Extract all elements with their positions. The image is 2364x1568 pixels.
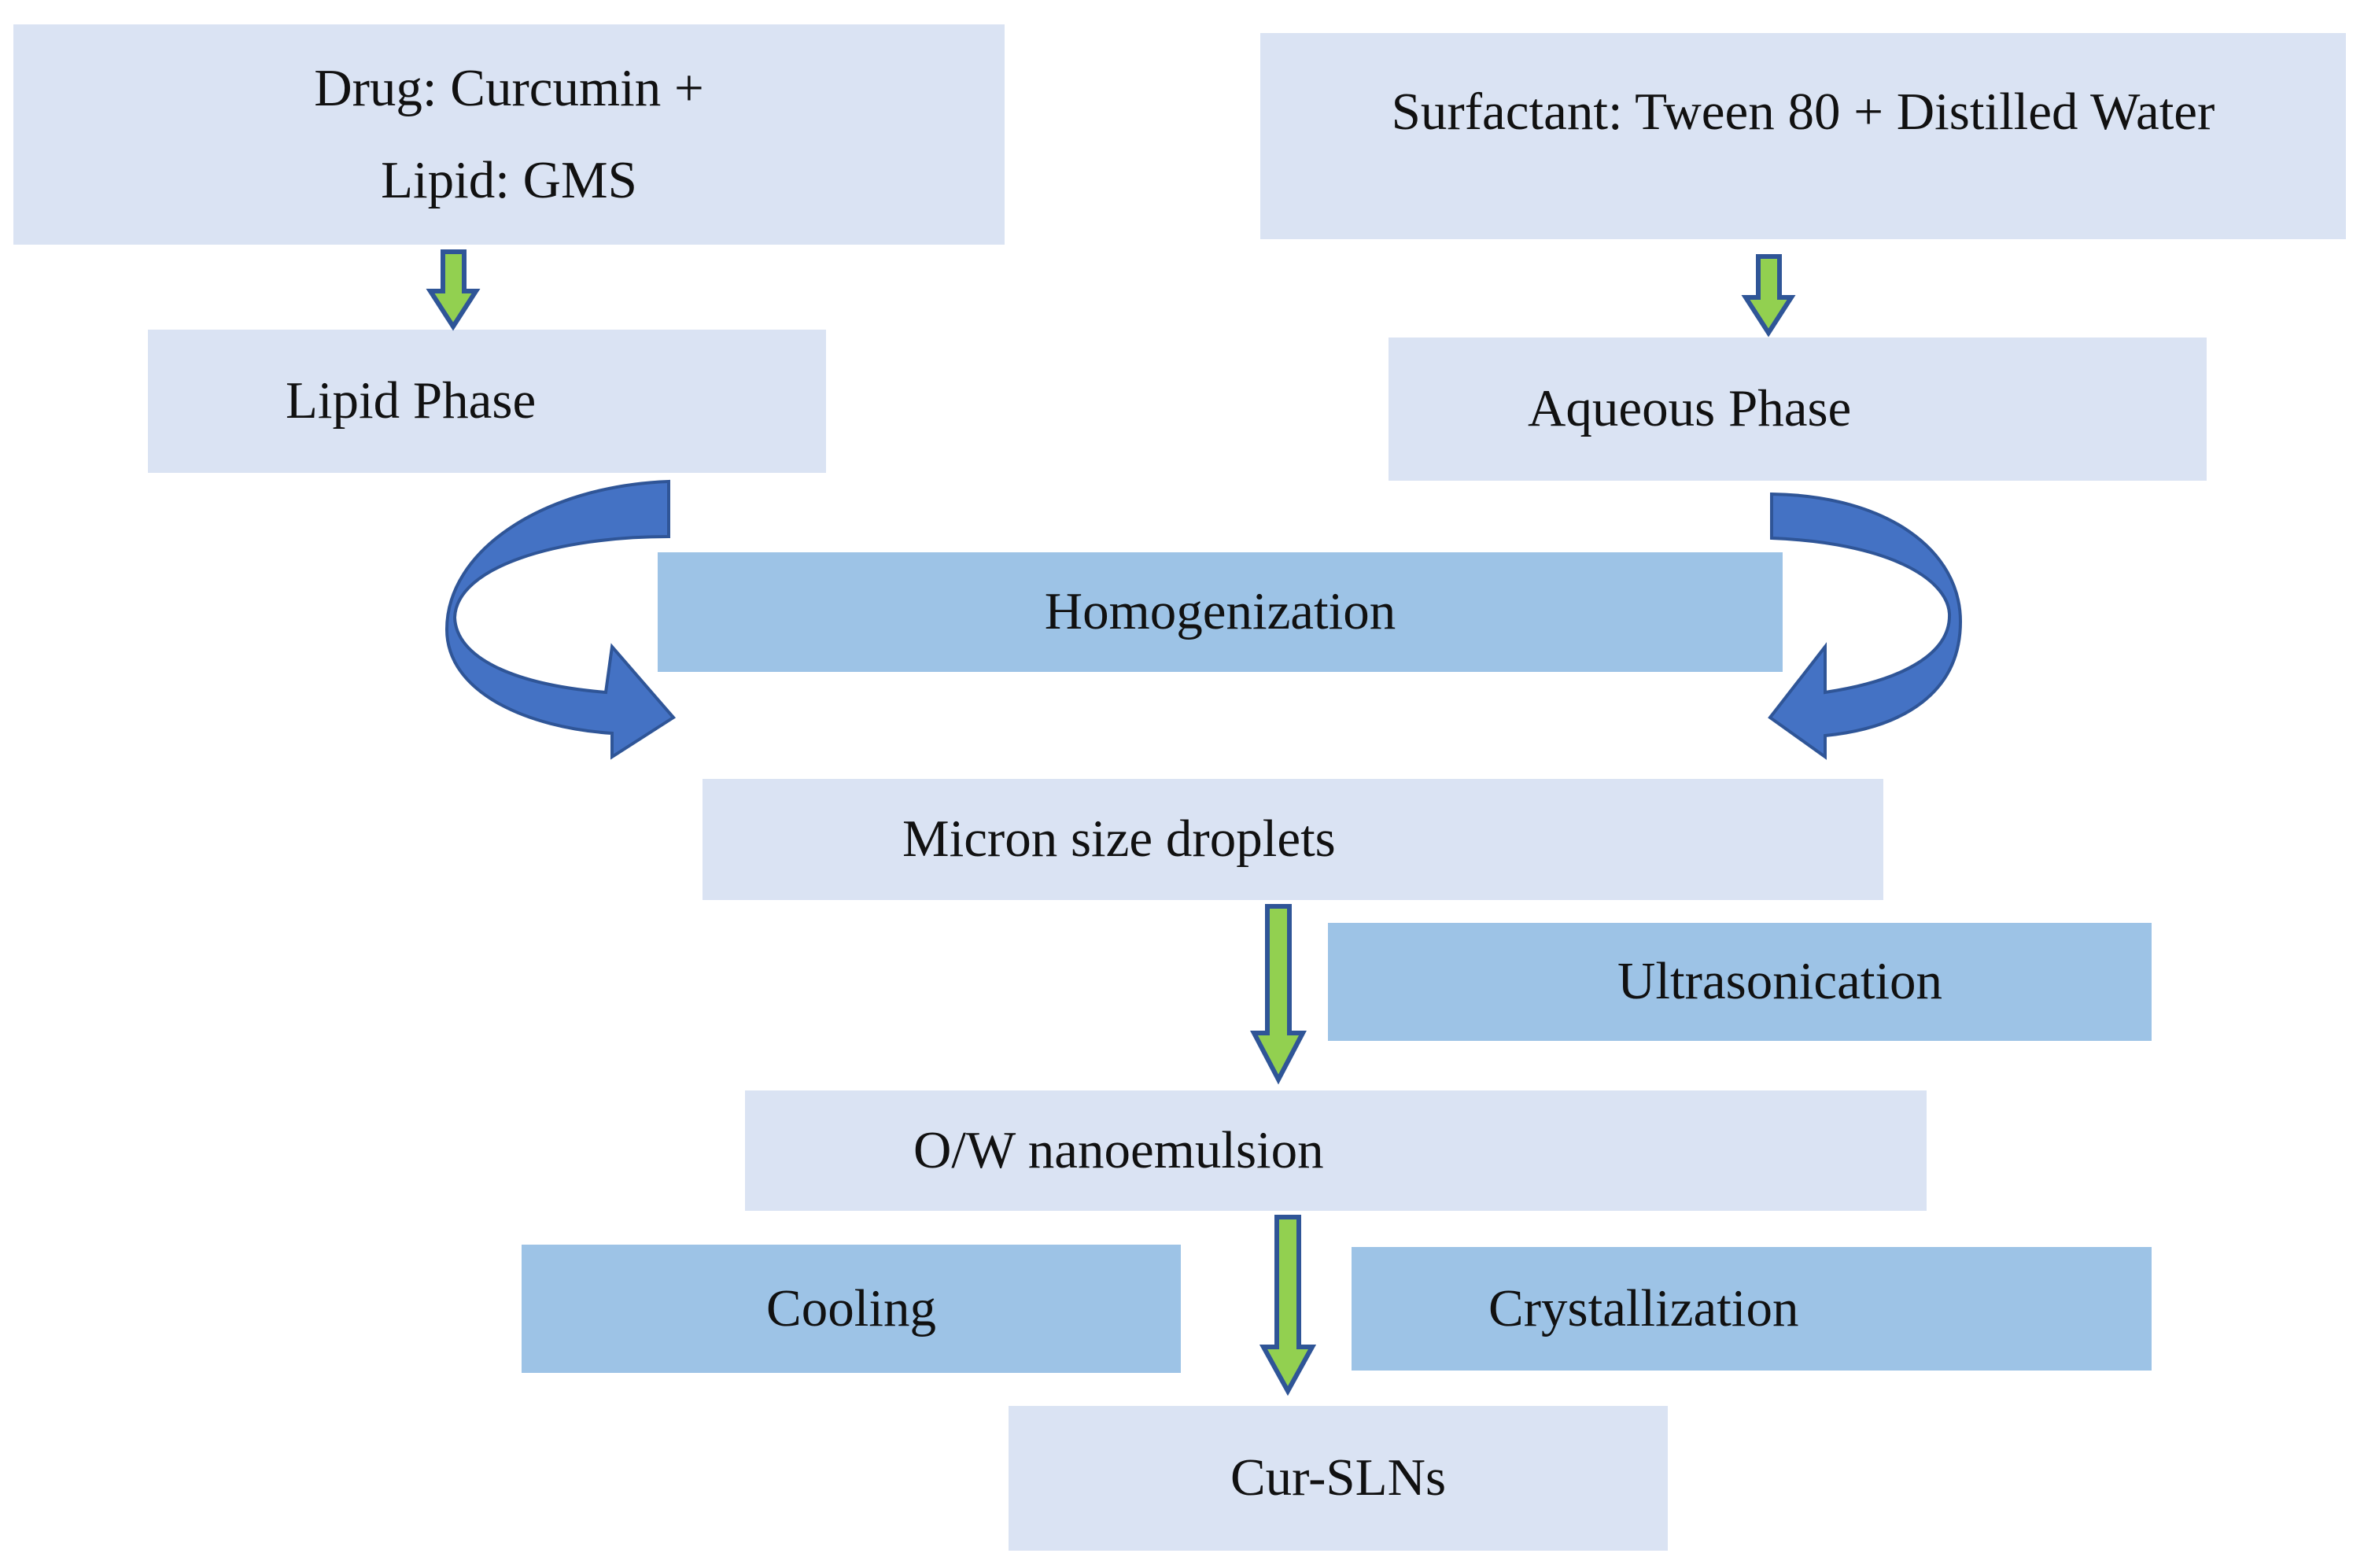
drug-label: Drug: Curcumin + (314, 58, 704, 117)
micron-droplets-box: Micron size droplets (703, 779, 1883, 900)
cur-slns-box: Cur-SLNs (1009, 1406, 1668, 1551)
homogenization-label: Homogenization (1044, 582, 1396, 641)
curved-arrow-right (1768, 492, 1963, 760)
ow-nanoemulsion-label: O/W nanoemulsion (913, 1120, 1324, 1179)
lipid-label: Lipid: GMS (381, 151, 637, 209)
crystallization-label: Crystallization (1488, 1278, 1799, 1337)
down-arrow-to-nanoemulsion (1250, 904, 1307, 1085)
lipid-phase-label: Lipid Phase (286, 371, 537, 430)
surfactant-label: Surfactant: Tween 80 + Distilled Water (1391, 83, 2215, 141)
lipid-phase-box: Lipid Phase (148, 330, 826, 473)
cooling-label: Cooling (766, 1278, 936, 1337)
surfactant-box: Surfactant: Tween 80 + Distilled Water (1260, 33, 2346, 239)
ultrasonication-box: Ultrasonication (1328, 923, 2152, 1041)
curved-arrow-left (444, 479, 677, 760)
drug-lipid-box: Drug: Curcumin + Lipid: GMS (13, 24, 1005, 245)
ultrasonication-label: Ultrasonication (1617, 952, 1943, 1011)
cur-slns-label: Cur-SLNs (1230, 1448, 1447, 1507)
micron-droplets-label: Micron size droplets (902, 810, 1336, 869)
crystallization-box: Crystallization (1352, 1247, 2152, 1371)
cooling-box: Cooling (522, 1245, 1181, 1373)
aqueous-phase-box: Aqueous Phase (1389, 338, 2207, 481)
aqueous-phase-label: Aqueous Phase (1528, 379, 1852, 438)
ow-nanoemulsion-box: O/W nanoemulsion (745, 1090, 1927, 1211)
down-arrow-to-cur-slns (1259, 1215, 1317, 1396)
down-arrow-lipid (426, 249, 481, 331)
down-arrow-aqueous (1741, 254, 1796, 338)
homogenization-box: Homogenization (658, 552, 1783, 672)
